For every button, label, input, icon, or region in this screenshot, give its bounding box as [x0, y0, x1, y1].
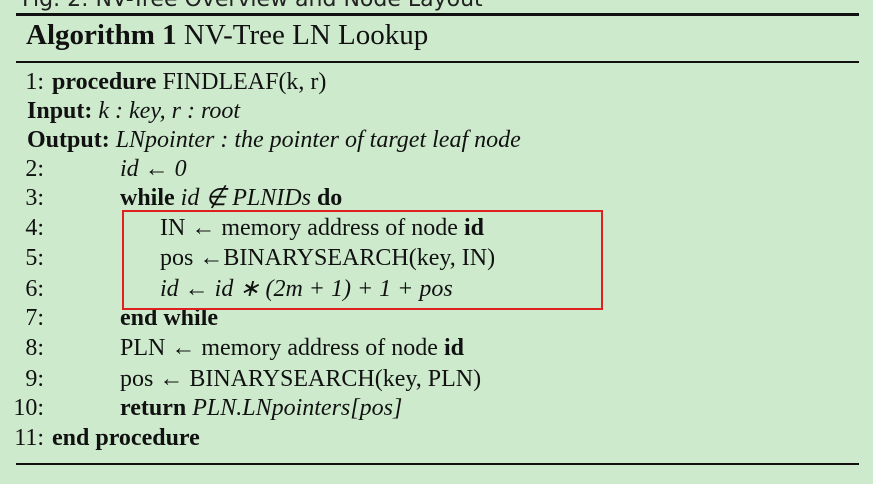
loop-condition: id ∉ PLNIDs [180, 185, 311, 211]
line-number: 8: [25, 335, 44, 361]
statement: id ← id ∗ (2m + 1) + 1 + pos [160, 276, 453, 302]
line-number: 9: [25, 366, 44, 392]
input-label: Input: [27, 98, 93, 124]
title-rule [16, 61, 859, 63]
node-id-bold: id [463, 215, 484, 241]
figure-caption-fragment: Fig. 2: NV-Tree Overview and Node Layout [22, 0, 483, 12]
top-rule [16, 13, 859, 16]
keyword-return: return [120, 395, 187, 421]
statement: id ← 0 [120, 156, 187, 182]
statement: pos ← BINARYSEARCH(key, PLN) [120, 366, 482, 392]
algorithm-label: Algorithm 1 [26, 19, 177, 51]
line-number: 6: [25, 276, 44, 302]
statement: IN ← memory address of node [160, 215, 458, 241]
line-number: 3: [25, 185, 44, 211]
return-value: PLN.LNpointers[pos] [192, 395, 403, 421]
keyword-procedure: procedure [52, 69, 157, 95]
algorithm-name: NV-Tree LN Lookup [183, 19, 429, 51]
procedure-signature: FINDLEAF(k, r) [162, 69, 327, 95]
line-number: 11: [14, 425, 44, 451]
line-number: 5: [25, 245, 44, 271]
highlight-box [122, 210, 603, 310]
keyword-while: while [120, 185, 175, 211]
algorithm-title: Algorithm 1 NV-Tree LN Lookup [26, 19, 428, 52]
line-number: 10: [13, 395, 44, 421]
line-number: 7: [25, 305, 44, 331]
line-number: 1: [25, 69, 44, 95]
output-label: Output: [27, 127, 110, 153]
output-line: Output: LNpointer : the pointer of targe… [27, 125, 521, 155]
statement: PLN ← memory address of node [120, 335, 438, 361]
input-line: Input: k : key, r : root [27, 96, 240, 126]
line-number: 2: [25, 156, 44, 182]
bottom-rule [16, 463, 859, 465]
statement: pos ←BINARYSEARCH(key, IN) [160, 245, 496, 271]
keyword-end-procedure: end procedure [52, 425, 200, 451]
line-number: 4: [25, 215, 44, 241]
output-spec: LNpointer : the pointer of target leaf n… [115, 127, 521, 153]
keyword-do: do [316, 185, 343, 211]
node-id-bold: id [443, 335, 464, 361]
input-spec: k : key, r : root [98, 98, 241, 124]
